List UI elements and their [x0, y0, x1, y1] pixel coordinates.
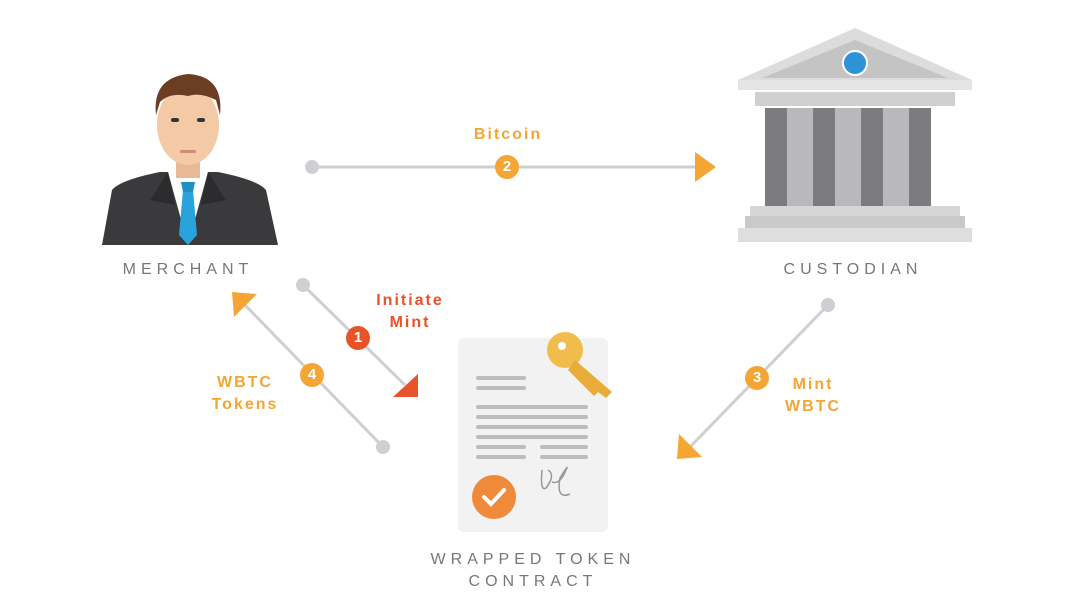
contract-label-line1: WRAPPED TOKEN — [430, 551, 636, 568]
arrow-wbtc-tokens — [232, 292, 390, 454]
verified-badge-icon — [472, 475, 516, 519]
merchant-icon — [102, 74, 278, 245]
step-2-number: 2 — [502, 158, 512, 175]
contract-label-line2: CONTRACT — [468, 573, 598, 590]
contract-document-icon — [458, 332, 612, 532]
step-3-label-line2: WBTC — [785, 398, 841, 415]
contract-label: WRAPPED TOKEN CONTRACT — [383, 549, 683, 593]
step-3-label: Mint WBTC — [753, 374, 873, 418]
step-2-badge — [495, 155, 519, 179]
arrow-bitcoin — [305, 152, 716, 182]
step-1-label-line1: Initiate — [376, 292, 444, 309]
custodian-label: CUSTODIAN — [783, 261, 923, 278]
merchant-label: MERCHANT — [122, 261, 254, 278]
arrow-initiate-mint — [296, 278, 418, 397]
key-icon — [547, 332, 612, 398]
step-1-label-line2: Mint — [389, 314, 431, 331]
step-1-label: Initiate Mint — [350, 290, 470, 334]
arrow-mint-wbtc — [677, 298, 835, 459]
step-2-label: Bitcoin — [473, 126, 543, 143]
step-3-number: 3 — [752, 369, 762, 386]
step-4-label: WBTC Tokens — [185, 372, 305, 416]
step-3-label-line1: Mint — [792, 376, 834, 393]
step-4-label-line2: Tokens — [211, 396, 279, 413]
bank-building-icon — [738, 28, 972, 242]
step-4-label-line1: WBTC — [217, 374, 273, 391]
step-1-number: 1 — [353, 329, 363, 346]
step-4-number: 4 — [307, 366, 317, 383]
